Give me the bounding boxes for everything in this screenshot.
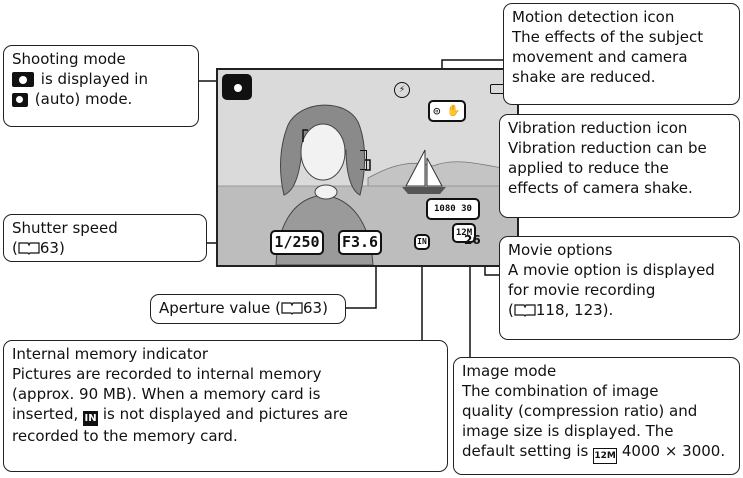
callout-shooting-mode: Shooting mode is displayed in (auto) mod… [3,45,199,127]
frames-remaining: 26 [464,233,481,247]
movie-fps-text: 30 [461,204,472,214]
image-mode-line5-start: default setting is [462,442,589,460]
camera-monitor: ⚡ ◎ ✋ 1080 30 12M 1/250 F3.6 IN 26 [216,68,519,267]
shooting-mode-line3-text: (auto) mode. [34,90,133,108]
book-icon [281,302,303,315]
camera-icon [227,80,249,95]
vibration-reduction-line4: effects of camera shake. [508,179,693,197]
image-mode-indicator: 12M [452,223,476,243]
shutter-speed-value: 1/250 [274,233,320,251]
image-mode-title: Image mode [462,362,557,380]
callout-vibration-reduction: Vibration reduction icon Vibration reduc… [499,114,740,218]
movie-options-ref-pages: 118, 123). [535,301,614,319]
shooting-mode-line2: is displayed in [12,69,190,89]
frames-remaining-value: 26 [464,233,481,247]
movie-resolution-text: 1080 [434,204,456,214]
movie-options-indicator: 1080 30 [426,198,480,220]
movie-options-line4: (118, 123). [508,301,614,319]
book-icon [18,242,40,255]
internal-memory-screen-indicator: IN [414,234,430,250]
callout-movie-options: Movie options A movie option is displaye… [499,236,740,340]
callout-shutter-speed: Shutter speed (63) [3,214,207,262]
shutter-speed-title: Shutter speed [12,219,118,237]
image-mode-line4: image size is displayed. The [462,422,674,440]
shutter-speed-ref-open: ( [12,239,18,257]
movie-options-title: Movie options [508,241,613,259]
movie-options-line3: for movie recording [508,281,656,299]
shutter-speed-ref: (63) [12,238,198,258]
aperture-indicator: F3.6 [338,230,382,255]
aperture-value: F3.6 [341,233,379,251]
callout-internal-memory: Internal memory indicator Pictures are r… [3,340,448,472]
internal-memory-line4: inserted, IN is not displayed and pictur… [12,404,439,426]
image-mode-text: 12M [455,228,473,238]
shutter-speed-ref-page: 63) [39,239,65,257]
callout-image-mode: Image mode The combination of image qual… [453,357,740,475]
book-icon [514,304,536,317]
vibration-reduction-line2: Vibration reduction can be [508,139,707,157]
vibration-reduction-line3: applied to reduce the [508,159,669,177]
motion-detection-line3: movement and camera [512,48,688,66]
internal-memory-line4-end: is not displayed and pictures are [102,405,348,423]
camera-icon [12,72,34,87]
internal-memory-line2: Pictures are recorded to internal memory [12,365,322,383]
motion-detection-title: Motion detection icon [512,8,675,26]
aperture-text: Aperture value ( [159,299,281,317]
flash-mode-icon: ⚡ [394,82,410,98]
internal-memory-line3: (approx. 90 MB). When a memory card is [12,385,321,403]
frame-bracket-right [360,150,367,170]
vibration-reduction-title: Vibration reduction icon [508,119,688,137]
movie-options-line2: A movie option is displayed [508,261,715,279]
shooting-mode-line2-text: is displayed in [40,70,148,88]
internal-memory-line5: recorded to the memory card. [12,427,238,445]
image-mode-line2: The combination of image [462,382,659,400]
shooting-mode-line3: (auto) mode. [12,89,190,109]
shutter-speed-indicator: 1/250 [270,230,324,255]
image-mode-line5-end: 4000 × 3000. [621,442,726,460]
callout-aperture: Aperture value ( 63) [150,294,346,324]
aperture-ref-page: 63) [303,299,328,317]
internal-memory-title: Internal memory indicator [12,345,209,363]
shooting-mode-indicator [222,74,252,100]
callout-motion-detection: Motion detection icon The effects of the… [503,3,740,105]
shooting-mode-title: Shooting mode [12,50,126,68]
motion-detection-line4: shake are reduced. [512,68,656,86]
internal-memory-text: IN [417,237,427,246]
aperture-line: Aperture value ( 63) [159,298,337,318]
motion-detection-line2: The effects of the subject [512,28,704,46]
motion-detection-indicator: ◎ ✋ [428,100,466,122]
internal-memory-line4-start: inserted, [12,405,79,423]
internal-memory-icon: IN [83,411,99,426]
image-mode-12m-icon: 12M [593,448,618,464]
camera-icon [12,93,28,107]
image-mode-line5: default setting is 12M 4000 × 3000. [462,441,731,464]
image-mode-line3: quality (compression ratio) and [462,402,698,420]
